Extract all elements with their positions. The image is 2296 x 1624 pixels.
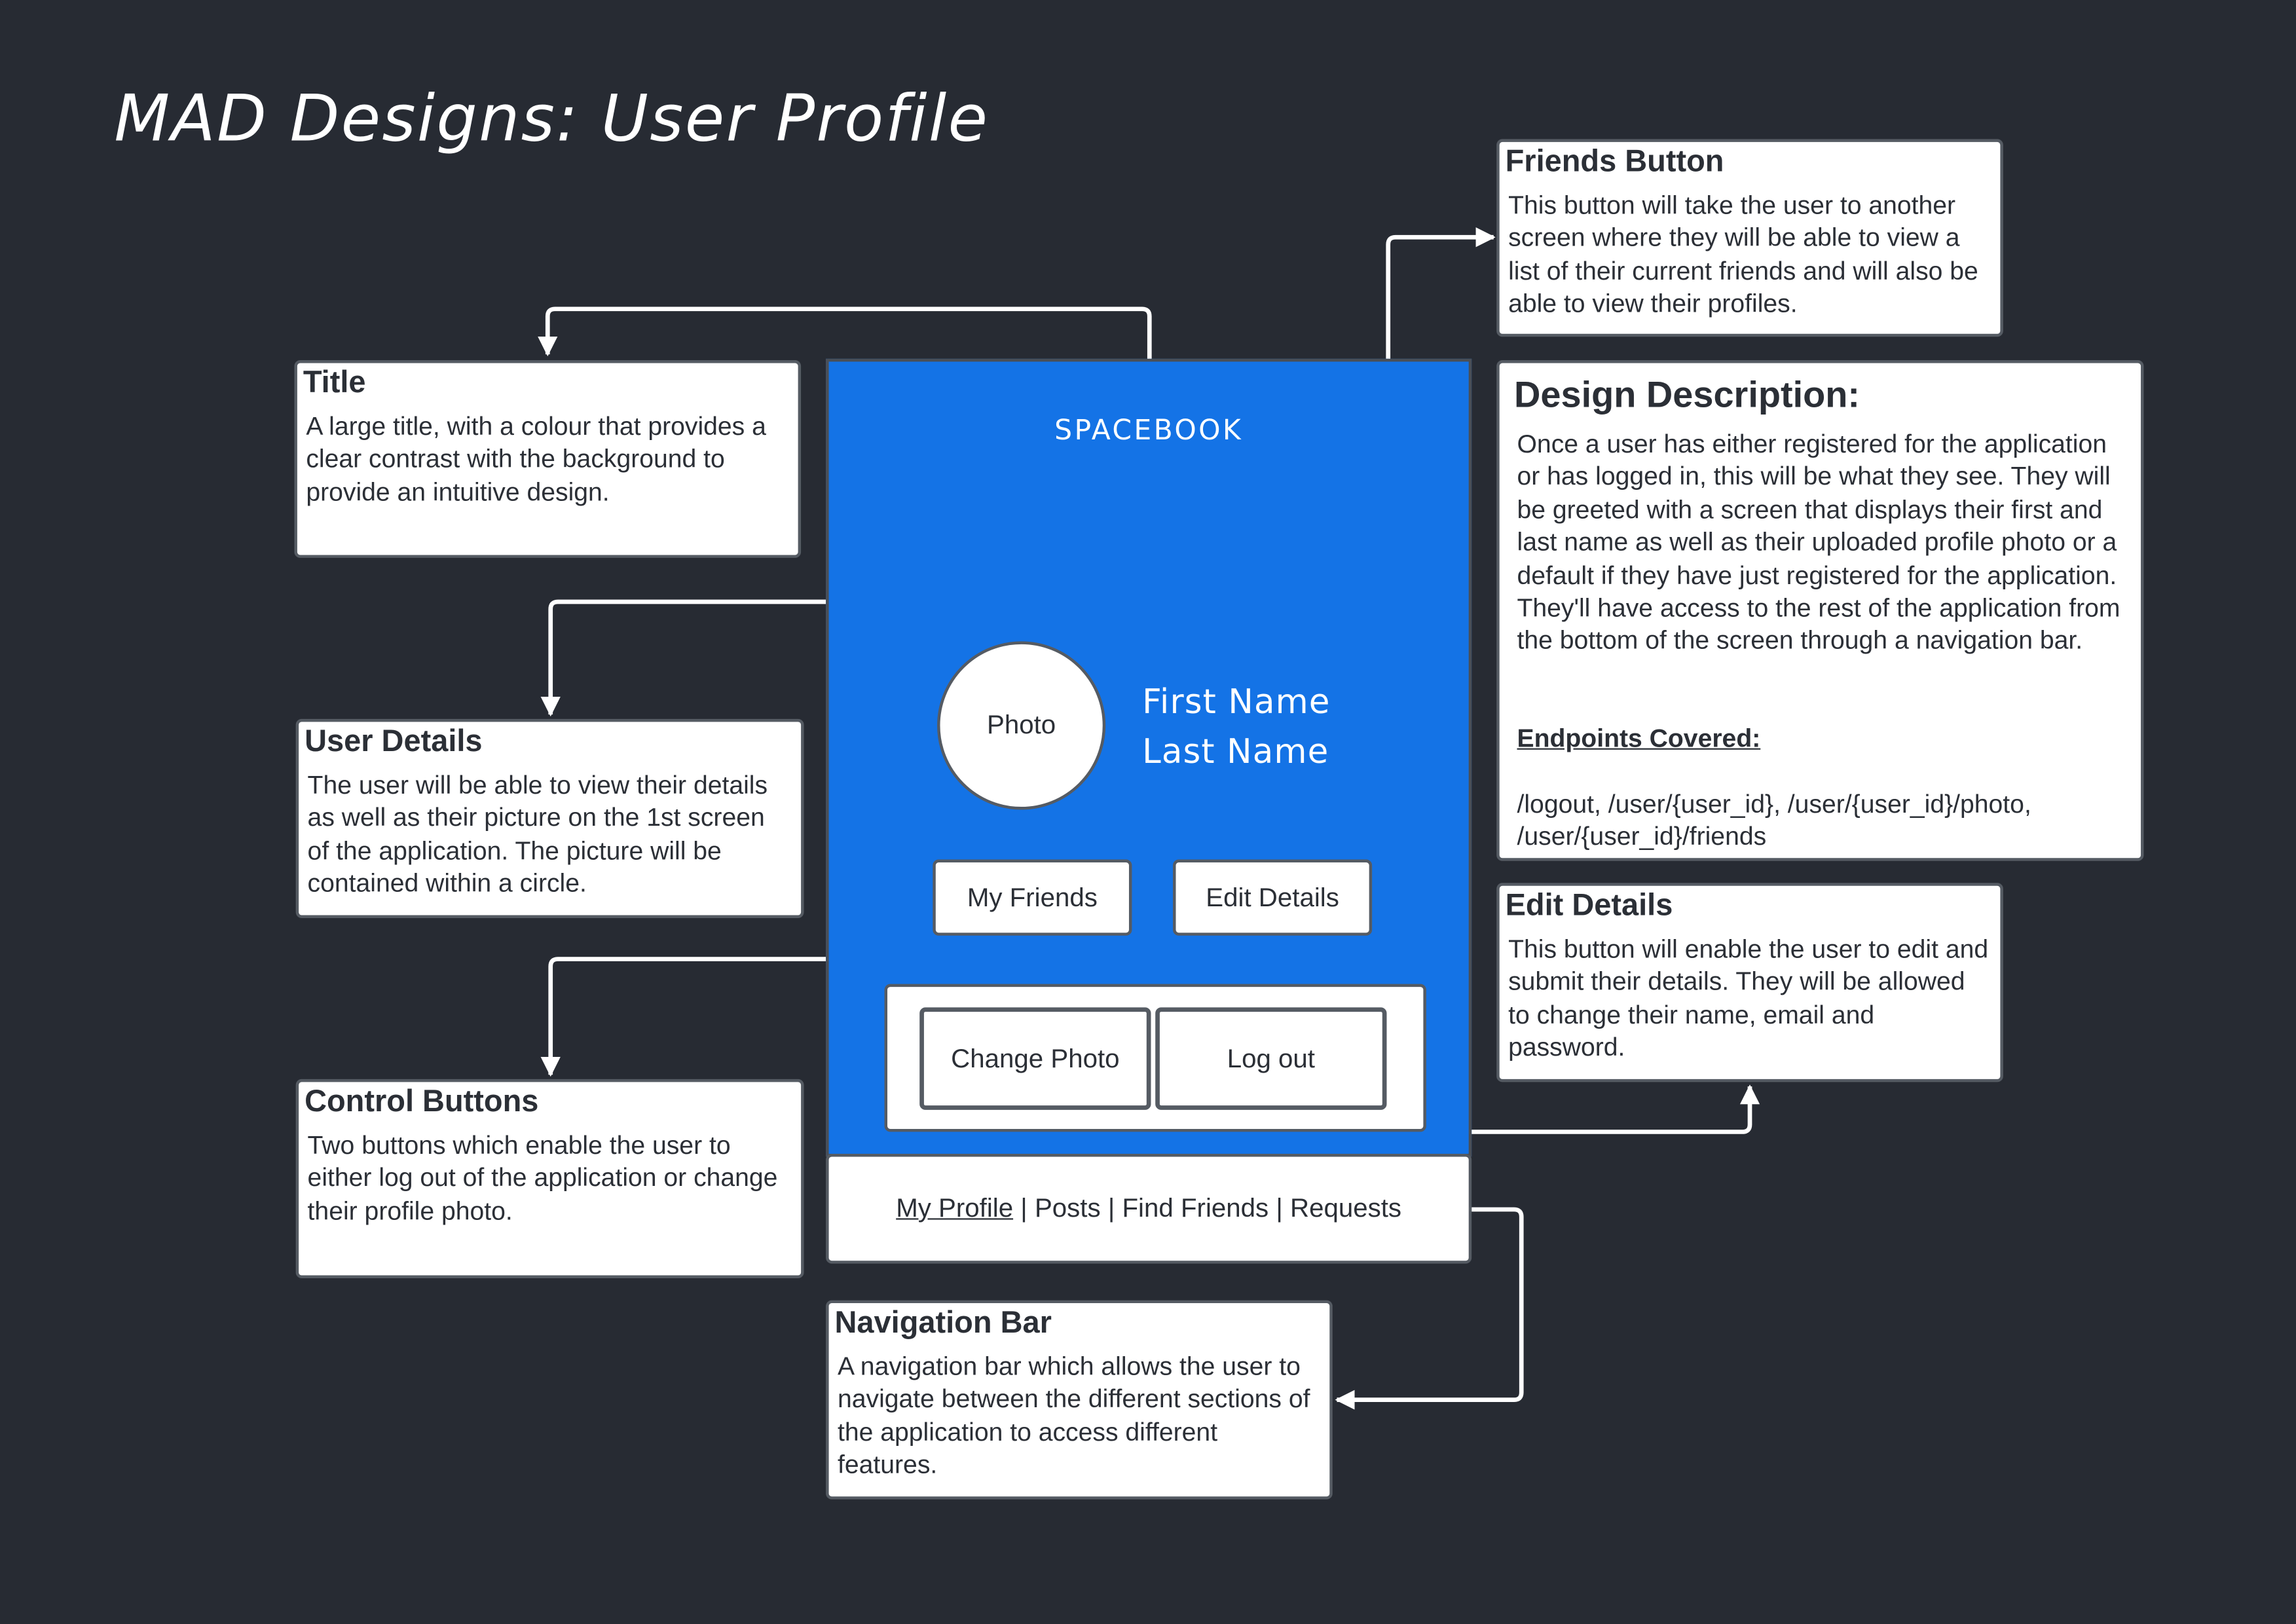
- title-annotation-heading: Title: [303, 366, 366, 400]
- log-out-button[interactable]: Log out: [1155, 1007, 1387, 1110]
- change-photo-button[interactable]: Change Photo: [919, 1007, 1151, 1110]
- edit-details-annotation-body: This button will enable the user to edit…: [1508, 934, 1989, 1062]
- nav-separator: |: [1276, 1193, 1283, 1223]
- last-name: Last Name: [1142, 733, 1329, 772]
- control-buttons-annotation: Control Buttons Two buttons which enable…: [295, 1079, 804, 1279]
- page-title: MAD Designs: User Profile: [114, 82, 990, 157]
- design-description-heading: Design Description:: [1514, 375, 1861, 416]
- log-out-button-label: Log out: [1227, 1043, 1315, 1073]
- arrow-navigation-bar: [1335, 1207, 1524, 1410]
- nav-requests[interactable]: Requests: [1290, 1193, 1402, 1223]
- profile-screen: SPACEBOOK Photo First Name Last Name My …: [826, 358, 1472, 1157]
- navigation-bar-annotation: Navigation Bar A navigation bar which al…: [826, 1300, 1333, 1500]
- photo-label: Photo: [986, 710, 1056, 740]
- friends-button-annotation-body: This button will take the user to anothe…: [1508, 190, 1978, 318]
- title-annotation: Title A large title, with a colour that …: [294, 360, 802, 558]
- phone-mockup: SPACEBOOK Photo First Name Last Name My …: [826, 358, 1472, 1266]
- endpoints-heading: Endpoints Covered:: [1517, 723, 1761, 753]
- navigation-bar-annotation-body: A navigation bar which allows the user t…: [837, 1351, 1310, 1479]
- friends-button-annotation-heading: Friends Button: [1505, 145, 1724, 179]
- arrow-title: [538, 306, 1152, 393]
- navigation-bar-annotation-heading: Navigation Bar: [834, 1306, 1052, 1340]
- design-description-body: Once a user has either registered for th…: [1517, 429, 2120, 655]
- design-description-annotation: Design Description: Once a user has eith…: [1496, 360, 2144, 861]
- user-details-annotation-heading: User Details: [305, 724, 483, 759]
- friends-button-annotation: Friends Button This button will take the…: [1496, 139, 2003, 337]
- my-friends-button[interactable]: My Friends: [933, 859, 1132, 936]
- edit-details-annotation: Edit Details This button will enable the…: [1496, 883, 2003, 1082]
- profile-photo: Photo: [937, 641, 1106, 810]
- endpoints-list: /logout, /user/{user_id}, /user/{user_id…: [1517, 789, 2031, 852]
- navigation-bar: My Profile | Posts | Find Friends | Requ…: [826, 1153, 1472, 1264]
- user-details-annotation: User Details The user will be able to vi…: [295, 718, 804, 918]
- change-photo-button-label: Change Photo: [951, 1043, 1120, 1073]
- control-buttons-annotation-heading: Control Buttons: [305, 1084, 539, 1119]
- nav-find-friends[interactable]: Find Friends: [1122, 1193, 1269, 1223]
- edit-details-button-label: Edit Details: [1206, 882, 1339, 912]
- title-annotation-body: A large title, with a colour that provid…: [306, 411, 766, 507]
- edit-details-annotation-heading: Edit Details: [1505, 889, 1673, 923]
- first-name: First Name: [1142, 684, 1331, 722]
- user-details-annotation-body: The user will be able to view their deta…: [307, 770, 768, 898]
- nav-posts[interactable]: Posts: [1034, 1193, 1101, 1223]
- nav-my-profile[interactable]: My Profile: [896, 1193, 1014, 1223]
- nav-separator: |: [1020, 1193, 1028, 1223]
- my-friends-button-label: My Friends: [967, 882, 1098, 912]
- control-buttons-panel: Change Photo Log out: [884, 984, 1426, 1132]
- nav-separator: |: [1107, 1193, 1115, 1223]
- edit-details-button[interactable]: Edit Details: [1173, 859, 1373, 936]
- control-buttons-annotation-body: Two buttons which enable the user to eit…: [307, 1130, 778, 1226]
- app-title: SPACEBOOK: [1054, 414, 1244, 447]
